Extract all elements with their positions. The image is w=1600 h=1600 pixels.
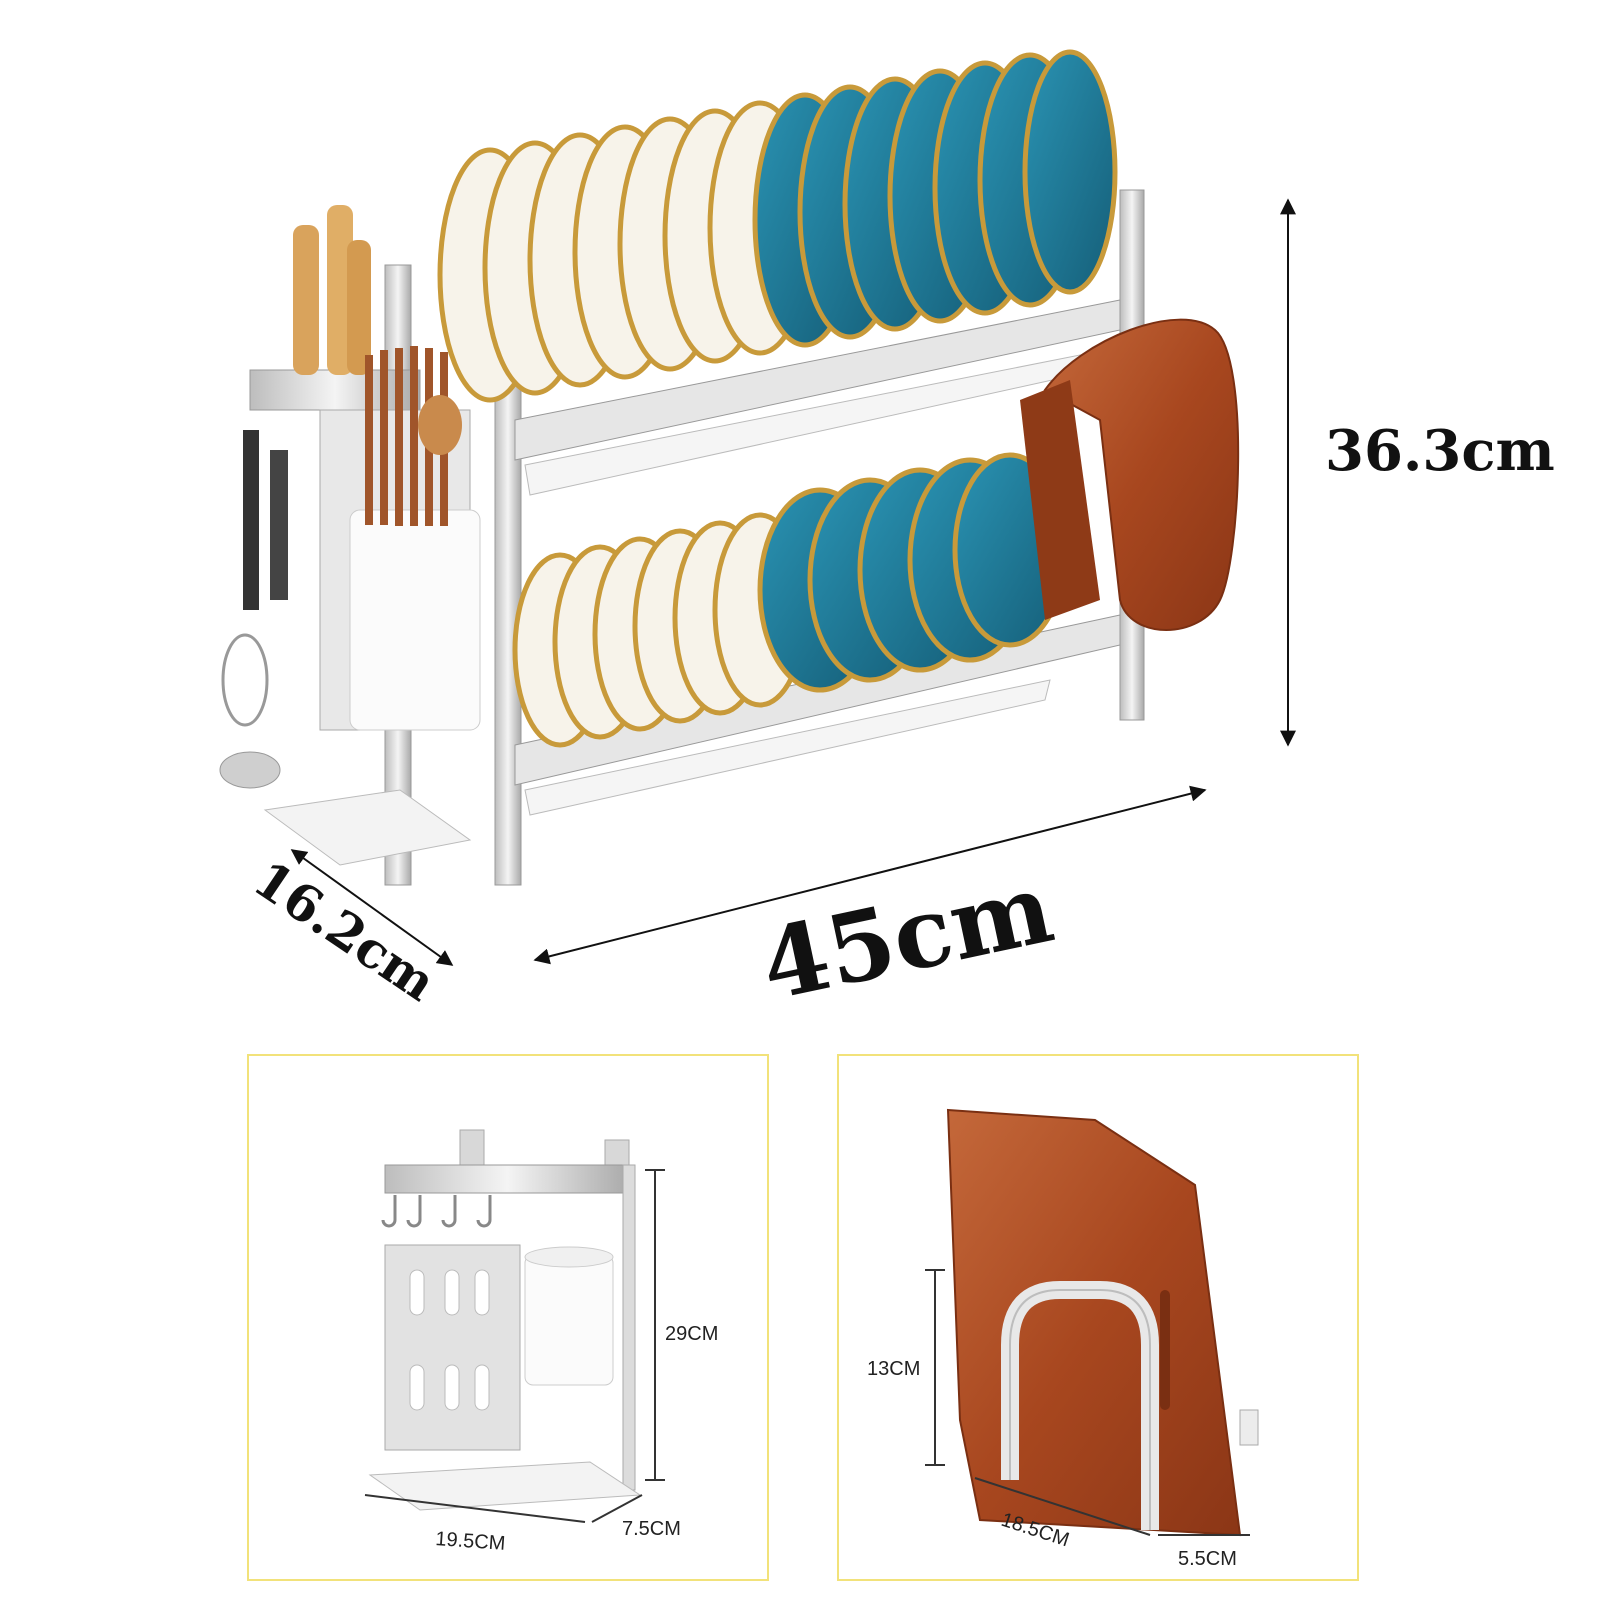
hanging-tongs [243, 430, 259, 610]
hanging-spatula [270, 450, 288, 600]
holder-hooks [381, 1195, 492, 1228]
knife-holder-panel: 29CM 19.5CM 7.5CM [247, 1054, 769, 1581]
holder-cup-rim [524, 1246, 614, 1268]
holder-height-label: 29CM [665, 1323, 718, 1345]
width-dimension-arrow [533, 785, 1207, 965]
holder-knife-slots [409, 1269, 490, 1411]
board-width-line [974, 1477, 1151, 1536]
holder-top-rail [384, 1164, 631, 1194]
board-stand-foot [1239, 1409, 1259, 1446]
holder-width-label: 19.5CM [435, 1528, 506, 1555]
knife-handle-2 [327, 205, 353, 375]
lower-bowls [512, 452, 1068, 748]
board-height-label: 13CM [867, 1358, 920, 1380]
width-dimension-label: 45cm [751, 851, 1062, 1023]
utensil-drip-tray [263, 789, 472, 866]
utensil-cup [349, 509, 481, 731]
dish-rack-illustration [219, 49, 1240, 886]
upper-plates [437, 49, 1118, 403]
spoon-head [418, 395, 462, 455]
knife-handle-3 [347, 240, 371, 375]
upper-shelf [514, 299, 1121, 461]
cutting-board [1043, 318, 1240, 631]
depth-dimension-label: 16.2cm [243, 849, 446, 1013]
board-holder-panel: 13CM 18.5CM 5.5CM [837, 1054, 1359, 1581]
holder-width-line [364, 1494, 586, 1523]
holder-depth-label: 7.5CM [622, 1518, 681, 1540]
height-dimension-label: 36.3cm [1325, 418, 1555, 484]
holder-utensil-cup [524, 1254, 614, 1386]
board-stand-outline [1009, 1289, 1151, 1530]
knife-handle-1 [293, 225, 319, 375]
knife-holder-top [249, 369, 421, 411]
board-handle-slot [1160, 1290, 1170, 1410]
hanging-whisk [221, 633, 269, 727]
holder-side-post [622, 1164, 636, 1491]
hanging-ladle [219, 751, 281, 789]
lower-drip-tray [524, 679, 1051, 816]
holder-depth-line [591, 1494, 643, 1523]
depth-dimension-arrow [290, 849, 454, 966]
cutting-board-back [1020, 380, 1100, 620]
board-depth-label: 5.5CM [1178, 1548, 1237, 1570]
